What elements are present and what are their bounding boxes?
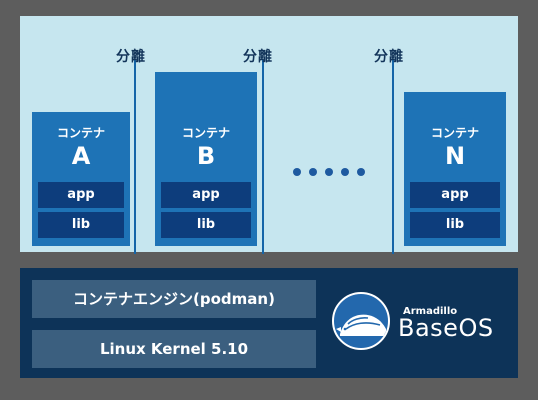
container-b-letter: B <box>196 142 216 170</box>
container-a-title: コンテナ <box>56 126 105 140</box>
dot <box>357 168 365 176</box>
platform-area: コンテナエンジン(podman) Linux Kernel 5.10 Armad… <box>20 268 518 378</box>
container-a-lib: lib <box>38 212 124 238</box>
separator-label-1: 分離 <box>116 49 146 65</box>
separator-line-2 <box>262 60 264 254</box>
container-b-lib: lib <box>161 212 251 238</box>
container-n-lib: lib <box>410 212 500 238</box>
logo-brand-big: BaseOS <box>398 314 494 342</box>
container-n-letter: N <box>444 142 466 170</box>
kernel-layer: Linux Kernel 5.10 <box>32 330 316 368</box>
dot <box>325 168 333 176</box>
container-engine-layer: コンテナエンジン(podman) <box>32 280 316 318</box>
armadillo-logo-icon <box>332 292 390 350</box>
container-a-letter: A <box>71 142 91 170</box>
container-b-app: app <box>161 182 251 208</box>
dot <box>293 168 301 176</box>
container-n-title: コンテナ <box>430 126 479 140</box>
container-a: コンテナ A app lib <box>32 112 130 246</box>
separator-line-3 <box>392 60 394 254</box>
container-n-app: app <box>410 182 500 208</box>
separator-line-1 <box>134 60 136 254</box>
separator-label-2: 分離 <box>243 49 273 65</box>
logo-brand-small: Armadillo <box>403 306 458 317</box>
dot <box>341 168 349 176</box>
armadillo-icon <box>336 314 386 336</box>
container-b: コンテナ B app lib <box>155 72 257 246</box>
container-a-app: app <box>38 182 124 208</box>
container-b-title: コンテナ <box>181 126 230 140</box>
dot <box>309 168 317 176</box>
ellipsis-dots <box>293 168 369 178</box>
container-area: 分離 分離 分離 コンテナ A app lib コンテナ B app lib コ… <box>20 16 518 254</box>
separator-label-3: 分離 <box>374 49 404 65</box>
container-n: コンテナ N app lib <box>404 92 506 246</box>
